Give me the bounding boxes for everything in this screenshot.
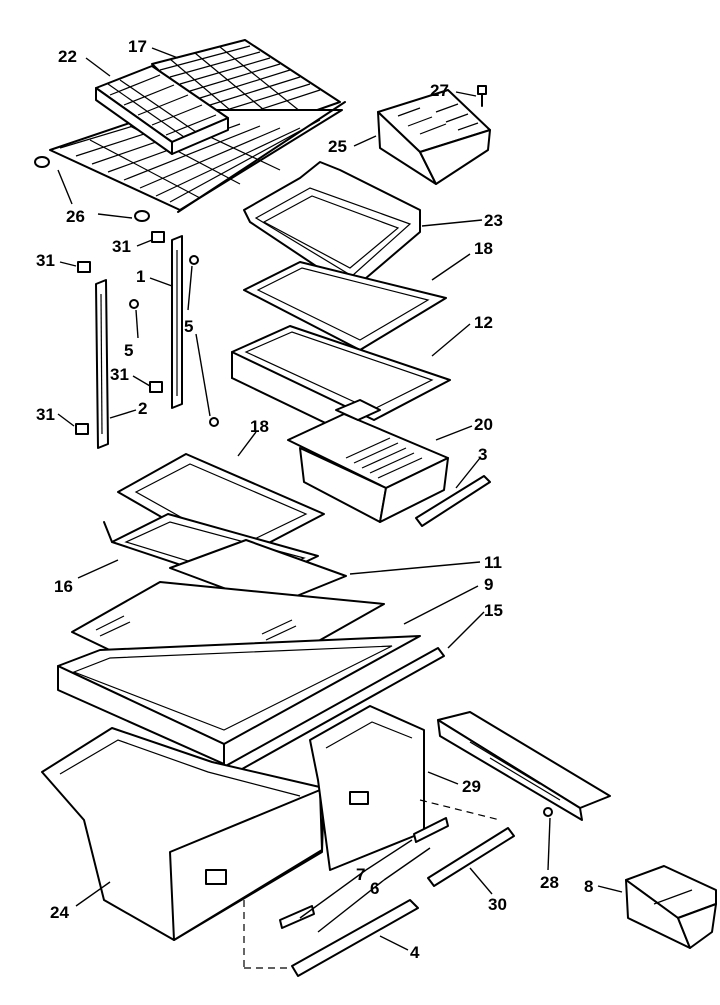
- header-fragment: 2: [4, 0, 9, 2]
- trim-3: [415, 475, 491, 527]
- alignment-dashes: [243, 799, 501, 969]
- callout-27: 27: [430, 81, 449, 100]
- callout-7: 7: [356, 865, 365, 884]
- bracket-31: [75, 231, 165, 435]
- trim-4: [291, 899, 419, 977]
- callout-31-a: 31: [112, 237, 131, 256]
- control-housing-25: [377, 89, 491, 185]
- shelf-ladder-1: [171, 235, 183, 409]
- shelf-ladder-2: [95, 279, 109, 449]
- deli-drawer-20: [287, 399, 449, 523]
- callout-2: 2: [138, 399, 147, 418]
- callout-16: 16: [54, 577, 73, 596]
- header-fragment: 00: [494, 0, 504, 2]
- cover-assembly-28: [437, 711, 611, 821]
- callout-1: 1: [136, 267, 145, 286]
- header-fragment: 28: [690, 0, 700, 2]
- ice-cube-tray-22: [95, 65, 229, 155]
- callout-26: 26: [66, 207, 85, 226]
- callout-11: 11: [484, 553, 502, 572]
- header-fragment: 27: [600, 0, 610, 2]
- callout-29: 29: [462, 777, 481, 796]
- wire-shelf-17: [49, 39, 346, 213]
- callout-30: 30: [488, 895, 507, 914]
- pan-frame-12: [231, 325, 451, 431]
- callout-5-left: 5: [124, 341, 133, 360]
- crisper-drawer-29: [309, 705, 425, 871]
- crisper-drawer-24: [41, 727, 325, 941]
- callout-12: 12: [474, 313, 493, 332]
- trim-30: [427, 827, 515, 887]
- callout-17: 17: [128, 37, 147, 56]
- callout-4: 4: [410, 943, 420, 962]
- pan-cover-18-upper: [243, 261, 447, 351]
- callout-28: 28: [540, 873, 559, 892]
- cover-frame: [57, 635, 421, 765]
- leader-lines: [57, 47, 623, 951]
- screw-27: [477, 85, 487, 107]
- callout-23: 23: [484, 211, 503, 230]
- utility-bin-8: [625, 865, 717, 949]
- callout-18-upper: 18: [474, 239, 493, 258]
- callout-25: 25: [328, 137, 347, 156]
- callout-8: 8: [584, 877, 593, 896]
- callout-31-d: 31: [36, 405, 55, 424]
- callout-20: 20: [474, 415, 493, 434]
- callout-labels: 22 17 27 25 26 23 18 31 31 1 5 5 12 31 3…: [36, 37, 593, 962]
- callout-31-c: 31: [110, 365, 129, 384]
- callout-24: 24: [50, 903, 69, 922]
- callout-31-b: 31: [36, 251, 55, 270]
- callout-5-right: 5: [184, 317, 193, 336]
- pan-23: [243, 161, 421, 291]
- shelf-end-cap-26: [34, 156, 150, 222]
- callout-6: 6: [370, 879, 379, 898]
- screw-5: [129, 255, 219, 427]
- callout-9: 9: [484, 575, 493, 594]
- callout-22: 22: [58, 47, 77, 66]
- page-header-fragment: 2 00 27 28: [0, 0, 720, 4]
- callout-18-lower: 18: [250, 417, 269, 436]
- drawer-glide-7: [279, 817, 449, 929]
- callout-3: 3: [478, 445, 487, 464]
- callout-15: 15: [484, 601, 503, 620]
